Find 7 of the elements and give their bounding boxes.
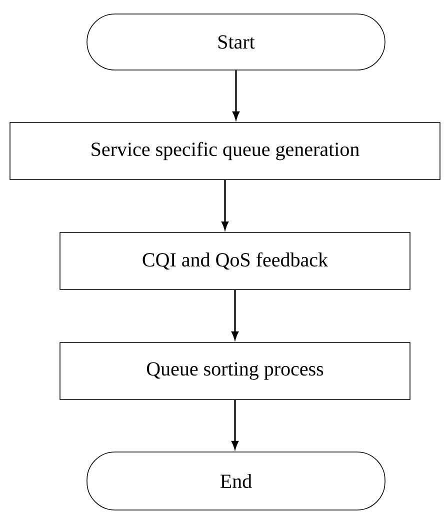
arrow: [232, 400, 238, 450]
arrow: [222, 180, 228, 230]
process-box: Service specific queue generation: [10, 122, 440, 180]
arrow: [232, 70, 240, 120]
process-box: CQI and QoS feedback: [60, 232, 410, 290]
process-box: Queue sorting process: [60, 342, 410, 400]
arrow: [232, 290, 238, 340]
